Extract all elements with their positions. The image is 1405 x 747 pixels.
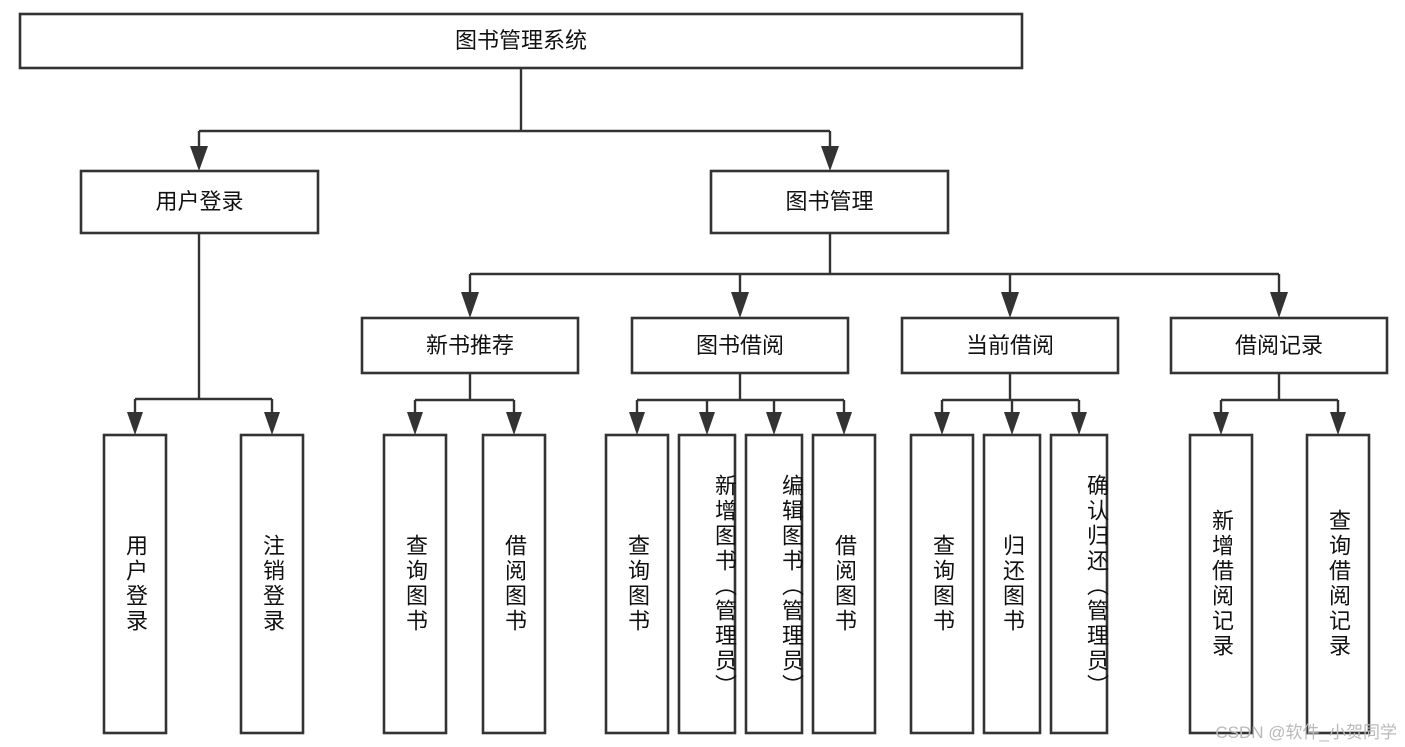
node-new-book-box[interactable]	[360, 316, 580, 375]
leaf-add-book-box[interactable]	[677, 433, 737, 735]
leaf-query-book-c-box[interactable]	[909, 433, 975, 735]
edge-root-to-level1	[190, 68, 839, 171]
edge-new-book-to-leaves	[407, 373, 522, 435]
edge-current-to-leaves	[934, 373, 1087, 435]
node-root-box[interactable]	[18, 12, 1024, 70]
node-borrow-box[interactable]	[630, 316, 850, 375]
edge-record-to-leaves	[1213, 373, 1346, 435]
leaf-add-record-box[interactable]	[1188, 433, 1254, 735]
node-record-box[interactable]	[1169, 316, 1389, 375]
leaf-borrow-book-b-box[interactable]	[811, 433, 877, 735]
leaf-return-book-box[interactable]	[982, 433, 1042, 735]
leaf-edit-book-box[interactable]	[744, 433, 804, 735]
node-current-box[interactable]	[900, 316, 1120, 375]
leaf-borrow-book-a-box[interactable]	[481, 433, 547, 735]
edge-borrow-to-leaves	[629, 373, 852, 435]
leaf-confirm-return-box[interactable]	[1049, 433, 1109, 735]
leaf-user-login-box[interactable]	[102, 433, 168, 735]
edge-book-mgmt-to-level2	[461, 233, 1288, 318]
leaf-query-book-a-box[interactable]	[382, 433, 448, 735]
leaf-query-book-b-box[interactable]	[604, 433, 670, 735]
leaf-logout-box[interactable]	[239, 433, 305, 735]
edge-user-login-to-leaves	[127, 233, 280, 435]
csdn-watermark: CSDN @软件_小贺同学	[1215, 723, 1397, 742]
node-user-login-box[interactable]	[79, 169, 320, 235]
leaf-query-record-box[interactable]	[1305, 433, 1371, 735]
node-book-mgmt-box[interactable]	[709, 169, 950, 235]
